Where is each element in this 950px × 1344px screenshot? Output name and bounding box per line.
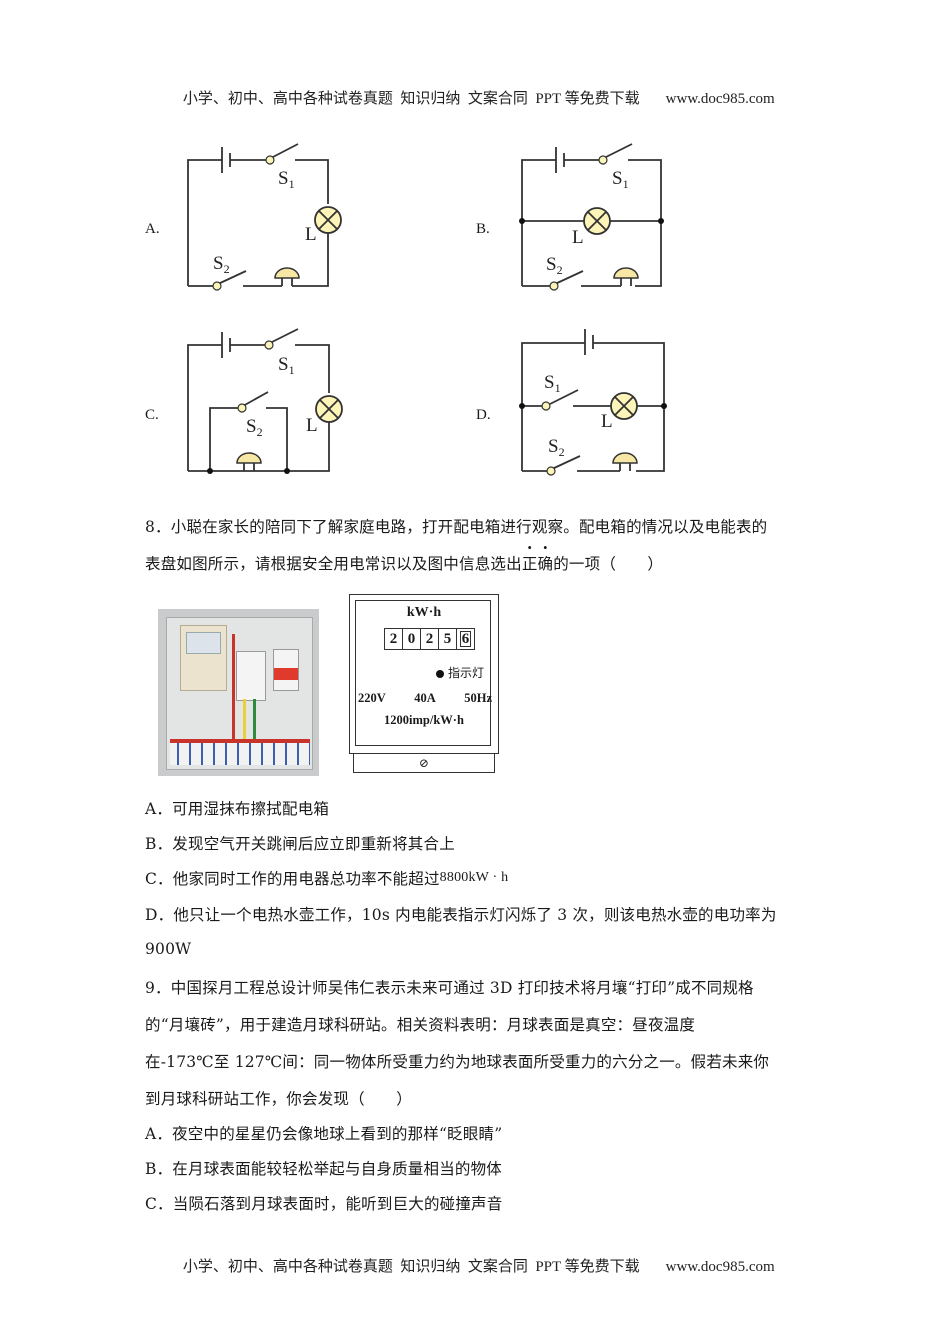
switch-s1-blade [270, 143, 299, 159]
emphasis-char: 确 [538, 538, 554, 574]
lamp-icon [610, 392, 638, 420]
page-header: 小学、初中、高中各种试卷真题 知识归纳 文案合同 PPT 等免费下载 www.do… [0, 70, 950, 108]
lamp-label: L [601, 411, 613, 432]
meter-face: kW·h 2 0 2 5 6 指示灯 220V 40A 50Hz 1200imp… [355, 600, 492, 746]
circuit-diagram-b: S1 L S2 [519, 143, 664, 291]
meter-digit: 2 [385, 629, 403, 649]
q9-stem-line2: 的“月壤砖”，用于建造月球科研站。相关资料表明：月球表面是真空：昼夜温度 [145, 1016, 696, 1034]
meter-digit: 5 [439, 629, 457, 649]
footer-url: www.doc985.com [665, 1259, 775, 1275]
meter-digit: 0 [403, 629, 421, 649]
q8-option-d: D．他只让一个电热水壶工作，10s 内电能表指示灯闪烁了 3 次，则该电热水壶的… [145, 906, 777, 924]
switch-s1-pivot [541, 401, 551, 411]
electric-meter-dial: kW·h 2 0 2 5 6 指示灯 220V 40A 50Hz 1200imp… [349, 594, 499, 774]
meter-in-photo [180, 625, 227, 691]
q9-option-a: A．夜空中的星星仍会像地球上看到的那样“眨眼睛” [145, 1125, 503, 1143]
bell-icon [236, 452, 262, 471]
switch-s1-pivot [265, 155, 275, 165]
meter-frequency: 50Hz [464, 691, 492, 705]
lamp-label: L [305, 224, 317, 245]
s2-label: S2 [246, 416, 263, 439]
circuit-diagram-a: S1 L S2 [187, 143, 342, 291]
lamp-icon [314, 206, 342, 234]
switch-s2-pivot [237, 403, 247, 413]
meter-reading: 2 0 2 5 6 [384, 628, 475, 650]
emphasis-char: 正 [522, 538, 538, 574]
q9-option-c: C．当陨石落到月球表面时，能听到巨大的碰撞声音 [145, 1195, 503, 1213]
meter-frame [349, 594, 499, 754]
footer-text: 小学、初中、高中各种试卷真题 知识归纳 文案合同 PPT 等免费下载 [182, 1259, 640, 1275]
q7-option-c-label: C. [145, 407, 159, 423]
q7-option-d-label: D. [476, 407, 491, 423]
switch-s1-pivot [598, 155, 608, 165]
lamp-icon [315, 395, 343, 423]
q8-stem-text-end: 的一项（ ） [553, 555, 664, 573]
meter-unit: kW·h [406, 605, 442, 620]
header-url: www.doc985.com [665, 91, 775, 107]
circuit-diagram-c: S1 S2 L [187, 328, 343, 474]
distribution-box-photo [158, 609, 319, 776]
q7-option-b-label: B. [476, 221, 490, 237]
lamp-icon [583, 207, 611, 235]
indicator-dot-icon [436, 669, 444, 678]
s1-label: S1 [612, 168, 629, 191]
switch-s2-pivot [212, 281, 222, 291]
indicator-light: 指示灯 [436, 664, 484, 681]
lamp-label: L [572, 227, 584, 248]
q9-stem-line4: 到月球科研站工作，你会发现（ ） [145, 1090, 412, 1108]
junction-dot [658, 218, 664, 224]
meter-current: 40A [414, 691, 436, 705]
s1-label: S1 [278, 168, 295, 191]
bell-icon [612, 452, 638, 471]
s2-label: S2 [213, 253, 230, 276]
meter-decimal-digit: 6 [459, 631, 472, 647]
s2-label: S2 [546, 254, 563, 277]
header-text: 小学、初中、高中各种试卷真题 知识归纳 文案合同 PPT 等免费下载 [182, 91, 640, 107]
q7-option-a-label: A. [145, 221, 160, 237]
q8-option-c-unit: 8800kW · h [439, 870, 509, 885]
s1-label: S1 [278, 354, 295, 377]
meter-terminal-cover: ⊘ [353, 754, 495, 773]
lamp-label: L [306, 415, 318, 436]
q9-stem-line3: 在-173℃至 127℃间：同一物体所受重力约为地球表面所受重力的六分之一。假若… [145, 1053, 770, 1071]
q8-option-c: C．他家同时工作的用电器总功率不能超过8800kW · h [145, 870, 509, 888]
screw-icon: ⊘ [418, 756, 430, 770]
switch-s1-pivot [264, 340, 274, 350]
meter-voltage: 220V [358, 691, 386, 705]
switch-s2-pivot [549, 281, 559, 291]
meter-constant: 1200imp/kW·h [384, 713, 464, 727]
junction-dot [519, 403, 525, 409]
junction-dot [519, 218, 525, 224]
q8-option-b: B．发现空气开关跳闸后应立即重新将其合上 [145, 835, 455, 853]
s2-label: S2 [548, 436, 565, 459]
switch-s2-blade [217, 270, 247, 285]
q9-option-b: B．在月球表面能较轻松举起与自身质量相当的物体 [145, 1160, 502, 1178]
bell-icon [274, 267, 300, 286]
q8-option-a: A．可用湿抹布擦拭配电箱 [145, 800, 330, 818]
junction-dot [284, 468, 290, 474]
q8-stem-text: 表盘如图所示，请根据安全用电常识以及图中信息选出 [145, 555, 522, 573]
meter-digit: 2 [421, 629, 439, 649]
s1-label: S1 [544, 372, 561, 395]
meter-specs: 220V 40A 50Hz [358, 691, 492, 706]
q9-stem-line1: 9．中国探月工程总设计师吴伟仁表示未来可通过 3D 打印技术将月壤“打印”成不同… [145, 979, 754, 997]
page-footer: 小学、初中、高中各种试卷真题 知识归纳 文案合同 PPT 等免费下载 www.do… [0, 1238, 950, 1276]
junction-dot [207, 468, 213, 474]
junction-dot [661, 403, 667, 409]
q8-option-d-continued: 900W [145, 940, 192, 958]
circuit-diagram-d: S1 L S2 [519, 329, 667, 476]
q8-stem-line2: 表盘如图所示，请根据安全用电常识以及图中信息选出正确的一项（ ） [145, 538, 664, 574]
q8-stem-line1: 8．小聪在家长的陪同下了解家庭电路，打开配电箱进行观察。配电箱的情况以及电能表的 [145, 518, 768, 536]
switch-s2-pivot [546, 466, 556, 476]
bell-icon [613, 267, 639, 286]
